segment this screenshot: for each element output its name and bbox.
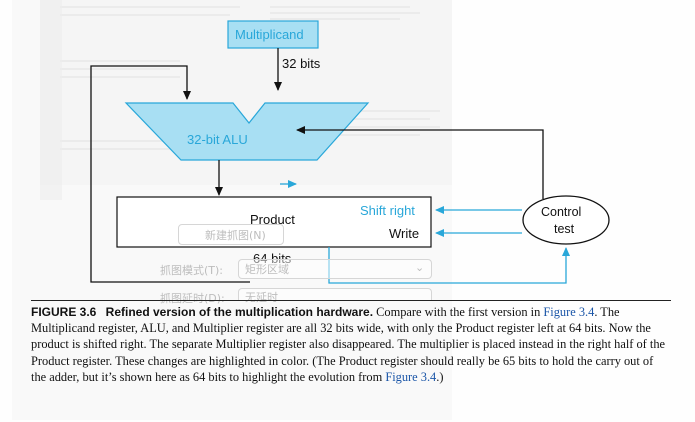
caption-rule	[31, 300, 671, 301]
caption-text-2: . The Multiplicand register, ALU, and Mu…	[31, 305, 666, 384]
caption-text-1: Compare with the first version in	[373, 305, 544, 319]
capture-mode-value: 矩形区域	[245, 263, 289, 276]
multiplicand-width-label: 32 bits	[282, 56, 321, 71]
control-test-label-line1: Control	[541, 205, 582, 219]
alu-label: 32-bit ALU	[187, 132, 248, 147]
chevron-down-icon: ⌄	[415, 261, 425, 274]
control-test-label-line2: test	[554, 222, 575, 236]
capture-delay-value: 无延时	[245, 291, 278, 304]
capture-delay-select[interactable]: 无延时	[238, 288, 432, 304]
figure-link-2[interactable]: Figure 3.4	[385, 369, 437, 384]
figure-title: Refined version of the multiplication ha…	[105, 305, 374, 319]
control-test-unit	[522, 195, 610, 245]
multiplicand-label: Multiplicand	[235, 27, 304, 42]
caption-text-3: .)	[436, 369, 444, 384]
alu-control-line	[296, 126, 544, 199]
capture-mode-label: 抓图模式(T):	[160, 264, 224, 277]
capture-delay-label: 抓图延时(D):	[160, 292, 225, 305]
new-capture-button[interactable]: 新建抓图(N)	[178, 224, 284, 245]
new-capture-button-label: 新建抓图(N)	[205, 229, 266, 242]
figure-link-1[interactable]: Figure 3.4	[543, 305, 595, 319]
product-feedback-bus	[90, 65, 250, 283]
alu	[124, 102, 370, 161]
product-label: Product	[250, 212, 295, 227]
multiplicand-register	[227, 20, 319, 49]
figure-number: FIGURE 3.6	[31, 305, 97, 319]
capture-mode-select[interactable]: 矩形区域 ⌄	[238, 259, 432, 279]
write-label: Write	[389, 226, 420, 241]
figure-caption: FIGURE 3.6 Refined version of the multip…	[31, 304, 671, 385]
shift-right-label: Shift right	[360, 203, 415, 218]
multiplication-hardware-diagram	[90, 20, 610, 284]
